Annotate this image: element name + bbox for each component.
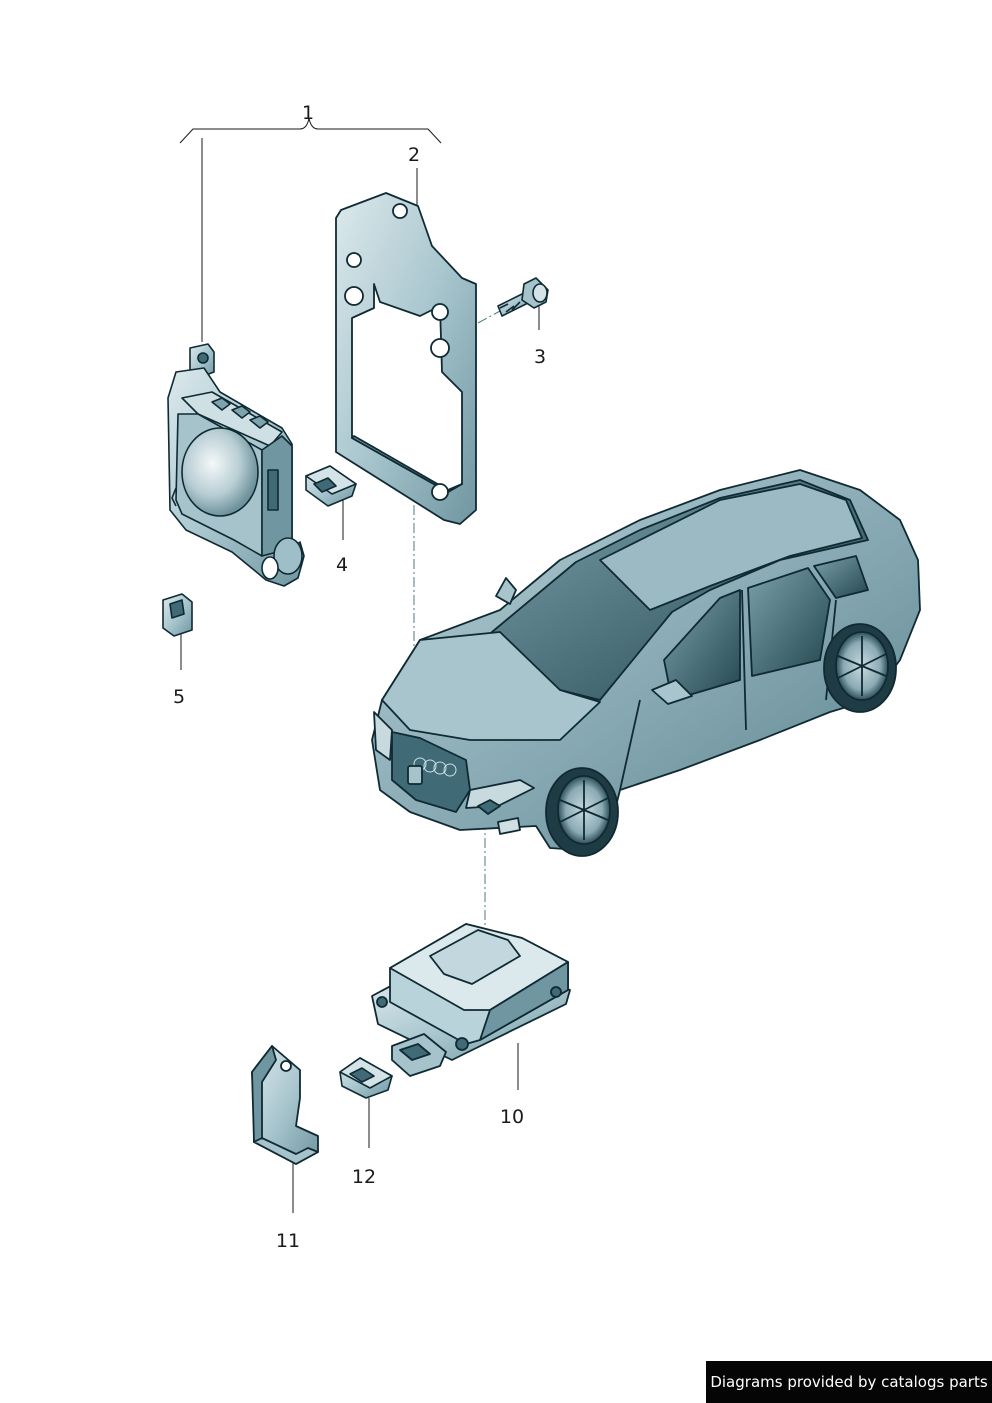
part-4-connector	[305, 465, 357, 507]
front-wheel	[545, 767, 619, 857]
part-3-bolt	[497, 277, 549, 317]
bracket-item-1	[179, 117, 442, 144]
callout-12: 12	[351, 1166, 377, 1188]
part-10-control-unit	[371, 923, 571, 1077]
part-2-bracket-frame	[335, 192, 477, 525]
callout-1: 1	[301, 102, 315, 124]
rear-wheel	[823, 623, 897, 713]
callout-11: 11	[275, 1230, 301, 1252]
part-5-clip	[162, 593, 193, 637]
credit-text: Diagrams provided by catalogs parts	[710, 1373, 988, 1391]
vehicle-illustration	[371, 469, 921, 857]
part-12-connector	[339, 1057, 393, 1099]
leader-lines	[179, 117, 540, 1213]
callout-4: 4	[335, 554, 349, 576]
credit-banner: Diagrams provided by catalogs parts	[706, 1361, 992, 1403]
part-11-bracket	[251, 1045, 319, 1165]
callout-3: 3	[533, 346, 547, 368]
callout-2: 2	[407, 144, 421, 166]
callout-10: 10	[499, 1106, 525, 1128]
part-1-radar-sensor	[167, 343, 305, 587]
callout-5: 5	[172, 686, 186, 708]
